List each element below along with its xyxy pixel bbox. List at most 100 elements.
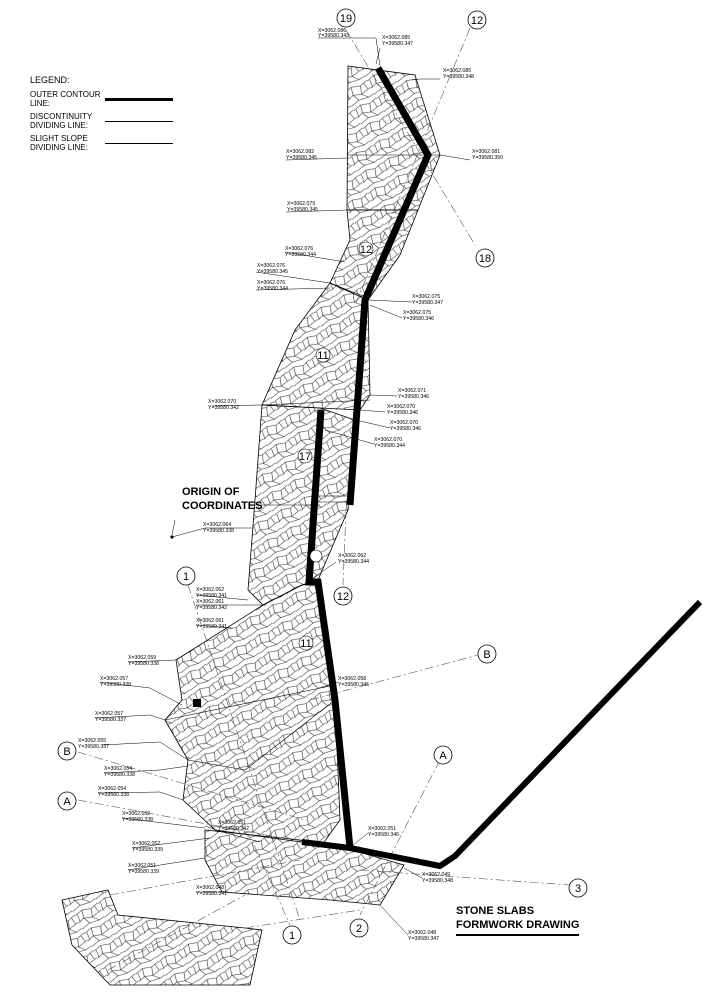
legend-row-discontinuity: DISCONTINUITY DIVIDING LINE:	[30, 112, 173, 134]
coord-x: X=3062.082	[286, 149, 314, 155]
coord-x: X=3062.062	[338, 553, 366, 559]
coord-y: Y=39580.348	[443, 74, 474, 80]
coord-x: X=3062.085	[443, 68, 471, 74]
legend: LEGEND: OUTER CONTOUR LINE: DISCONTINUIT…	[30, 75, 173, 156]
coord-y: Y=39580.345	[257, 269, 288, 275]
coord-x: X=3062.081	[472, 149, 500, 155]
slab-foot	[61, 889, 263, 986]
slab-top	[346, 65, 441, 211]
coord-y: Y=39580.347	[382, 41, 413, 47]
coord-y: Y=39580.338	[122, 817, 153, 823]
slab-11-lower	[164, 581, 341, 846]
coord-x: X=3062.061	[196, 599, 224, 605]
marker-label: 3	[575, 883, 581, 895]
coord-y: Y=39580.346	[390, 426, 421, 432]
legend-row-slight-slope: SLIGHT SLOPE DIVIDING LINE:	[30, 134, 173, 156]
origin-leader	[171, 519, 176, 536]
coord-y: Y=39580.350	[472, 155, 503, 161]
legend-label: DIVIDING LINE:	[30, 143, 88, 152]
legend-row-outer-contour: OUTER CONTOUR LINE:	[30, 90, 173, 112]
section-lines	[77, 27, 571, 971]
coord-y: Y=39580.348	[422, 878, 453, 884]
coord-x: X=3062.054	[104, 766, 132, 772]
legend-label: DISCONTINUITY	[30, 112, 93, 121]
coord-y: Y=39580.346	[403, 316, 434, 322]
coord-x: X=3062.057	[100, 676, 128, 682]
drawing-title-line: FORMWORK DRAWING	[456, 918, 580, 936]
marker-b-left	[57, 741, 77, 761]
marker-18	[475, 248, 495, 268]
coord-y: Y=39580.345	[287, 207, 318, 213]
marker-label: 1	[289, 930, 295, 942]
marker-2	[349, 918, 369, 938]
coord-y: Y=39580.338	[128, 661, 159, 667]
coord-y: Y=39580.341	[196, 593, 227, 599]
coord-x: X=3062.052	[122, 811, 150, 817]
coord-y: Y=39580.344	[285, 252, 316, 258]
coord-x: X=3062.075	[403, 310, 431, 316]
coord-y: Y=39580.342	[196, 605, 227, 611]
coord-x: X=3062.057	[95, 711, 123, 717]
coord-x: X=3062.062	[196, 587, 224, 593]
legend-label: LINE:	[30, 99, 51, 108]
marker-label: B	[483, 649, 490, 661]
outer-contour	[193, 66, 703, 869]
origin-label: ORIGIN OF COORDINATES	[182, 485, 262, 513]
coord-y: Y=39580.347	[412, 300, 443, 306]
marker-19	[336, 8, 356, 28]
coord-x: X=3062.079	[287, 201, 315, 207]
legend-title: LEGEND:	[30, 75, 70, 85]
coord-y: Y=39580.346	[387, 410, 418, 416]
coord-y: Y=39580.339	[132, 847, 163, 853]
slab-label: 17	[299, 451, 311, 463]
coord-y: Y=39580.339	[128, 869, 159, 875]
coord-x: X=3062.075	[412, 294, 440, 300]
marker-label: 18	[479, 253, 491, 265]
marker-label: 12	[471, 15, 483, 27]
coord-y: Y=39580.345	[338, 682, 369, 688]
coord-x: X=3062.049	[422, 872, 450, 878]
coord-x: X=3062.054	[98, 786, 126, 792]
legend-label: SLIGHT SLOPE	[30, 134, 88, 143]
legend-label: OUTER CONTOUR	[30, 90, 101, 99]
coordinate-annotations: X=3062.086 Y=39580.343 X=3062.085 Y=3958…	[78, 28, 503, 942]
marker-1-lower	[282, 925, 302, 945]
coord-y: Y=39580.338	[100, 682, 131, 688]
slab-mid	[261, 282, 371, 411]
origin-label-line: ORIGIN OF	[182, 486, 240, 498]
coord-x: X=3062.048	[196, 885, 224, 891]
coord-y: Y=39580.337	[95, 717, 126, 723]
marker-12-mid	[333, 586, 353, 606]
legend-label: DIVIDING LINE:	[30, 121, 88, 130]
coord-x: X=3062.076	[257, 280, 285, 286]
coord-y: Y=39580.337	[78, 744, 109, 750]
marker-label: B	[63, 746, 70, 758]
slab-label: 11	[317, 350, 328, 362]
coord-x: X=3062.070	[374, 437, 402, 443]
coord-y: Y=39580.338	[98, 792, 129, 798]
coord-x: X=3062.051	[218, 820, 246, 826]
coord-x: X=3062.070	[387, 404, 415, 410]
coord-y: Y=39580.346	[398, 394, 429, 400]
coord-x: X=3062.076	[257, 263, 285, 269]
coord-y: Y=39580.338	[104, 772, 135, 778]
marker-1-upper	[176, 566, 196, 586]
stone-slabs	[61, 65, 441, 986]
legend-swatch-thin-line	[105, 143, 173, 144]
coord-x: X=3062.071	[398, 388, 426, 394]
origin-label-line: COORDINATES	[182, 500, 263, 512]
coord-y: Y=39580.346	[368, 832, 399, 838]
coord-x: X=3062.051	[368, 826, 396, 832]
slab-label: 12	[360, 244, 372, 256]
coord-y: Y=39580.344	[338, 559, 369, 565]
coord-x: X=3062.058	[338, 676, 366, 682]
section-marker-labels: 19 12 18 12 1 B B A A 3 1 2	[63, 13, 581, 942]
coord-x: X=3062.061	[196, 618, 224, 624]
section-markers	[57, 8, 588, 945]
coord-x: X=3062.052	[132, 841, 160, 847]
marker-label: 12	[337, 591, 349, 603]
coord-x: X=3062.086	[318, 28, 346, 34]
marker-label: A	[439, 750, 447, 762]
legend-swatch-thick-line	[105, 98, 173, 101]
